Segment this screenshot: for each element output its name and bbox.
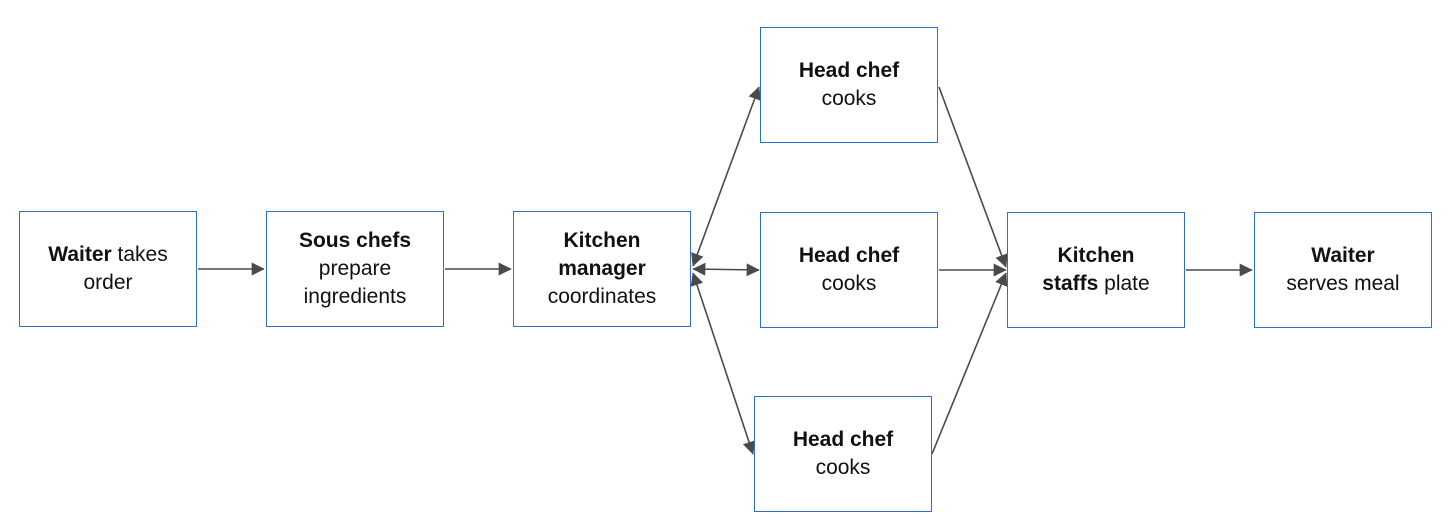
node-sous-chefs-text: prepare ingredients (303, 257, 407, 308)
node-kitchen-staffs: Kitchen staffs plate (1007, 212, 1185, 328)
node-waiter-serves-meal: Waiter serves meal (1254, 212, 1432, 328)
node-kitchen-manager: Kitchen manager coordinates (513, 211, 691, 327)
node-waiter-takes-order-text-a: takes (111, 243, 168, 266)
node-sous-chefs: Sous chefs prepare ingredients (266, 211, 444, 327)
node-kitchen-staffs-text: plate (1098, 272, 1150, 295)
arrow-manager-headchef-bot (690, 272, 756, 455)
node-waiter-serves-meal-text: serves meal (1286, 272, 1400, 295)
arrow-headchef-bot-to-staff (931, 272, 1008, 455)
node-kitchen-manager-bold: Kitchen manager (558, 229, 646, 280)
node-kitchen-staffs-bold-2: staffs (1042, 272, 1099, 295)
arrow-manager-headchef-top (691, 86, 761, 267)
node-waiter-takes-order-text-b: order (83, 271, 133, 294)
node-head-chef-bottom-text: cooks (815, 456, 871, 479)
node-sous-chefs-bold: Sous chefs (298, 229, 412, 252)
arrow-headchef-top-to-staff (938, 86, 1008, 268)
node-head-chef-middle: Head chef cooks (760, 212, 938, 328)
arrow-manager-headchef-mid (692, 262, 760, 277)
node-head-chef-top-bold: Head chef (798, 59, 900, 82)
node-head-chef-bottom: Head chef cooks (754, 396, 932, 512)
node-head-chef-top: Head chef cooks (760, 27, 938, 143)
node-kitchen-staffs-bold: Kitchen (1057, 244, 1135, 267)
node-head-chef-middle-text: cooks (821, 272, 877, 295)
node-waiter-takes-order: Waiter takes order (19, 211, 197, 327)
node-kitchen-manager-text: coordinates (547, 285, 657, 308)
node-head-chef-bottom-bold: Head chef (792, 428, 894, 451)
node-head-chef-middle-bold: Head chef (798, 244, 900, 267)
node-head-chef-top-text: cooks (821, 87, 877, 110)
node-waiter-serves-meal-bold: Waiter (1311, 244, 1375, 267)
node-waiter-takes-order-bold: Waiter (48, 243, 112, 266)
